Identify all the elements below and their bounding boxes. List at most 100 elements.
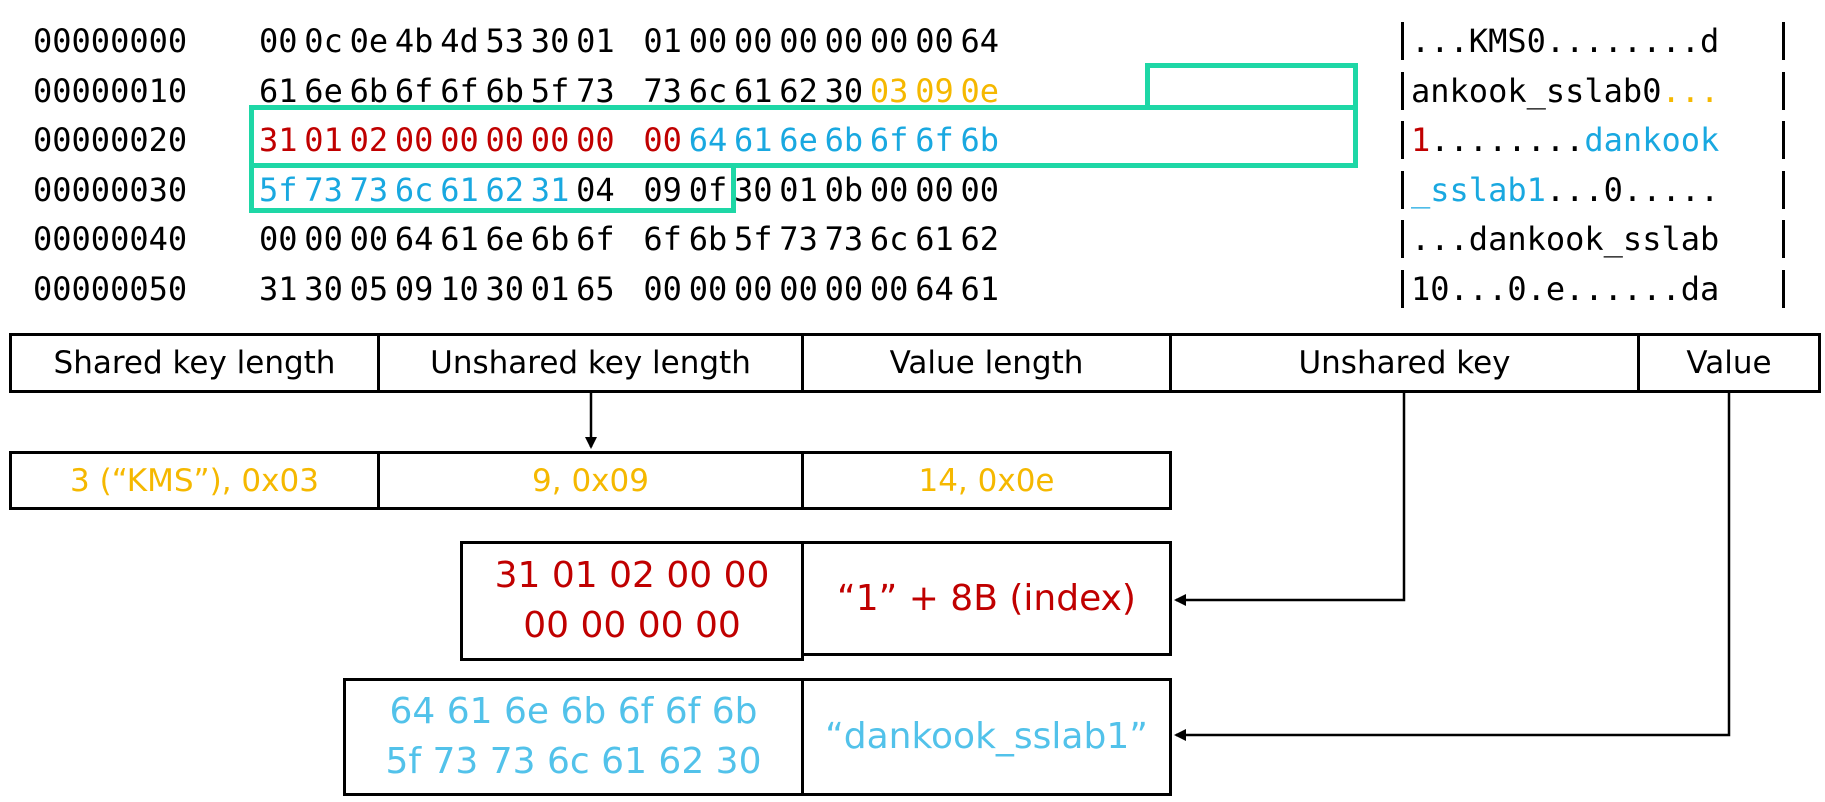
value-hex-line1: 64 61 6e 6b 6f 6f 6b bbox=[389, 691, 758, 732]
shared-key-length-value: 3 (“KMS”), 0x03 bbox=[9, 451, 380, 510]
hex-offset: 00000040 bbox=[33, 220, 188, 259]
arrow-unshared-key bbox=[1174, 393, 1406, 606]
ascii-bar-right bbox=[1782, 71, 1785, 110]
hex-byte: 00 bbox=[643, 121, 682, 160]
ascii-bar-right bbox=[1782, 121, 1785, 160]
hex-byte: 03 bbox=[869, 71, 909, 110]
hex-byte: 04 bbox=[576, 170, 615, 209]
hex-byte: 6c bbox=[688, 71, 728, 110]
arrow-value bbox=[1174, 393, 1731, 741]
hex-byte: 6f bbox=[394, 71, 434, 110]
unshared-key-header: Unshared key bbox=[1169, 333, 1640, 393]
hex-byte: 4b bbox=[394, 22, 434, 60]
value-length-value: 14, 0x0e bbox=[801, 451, 1172, 510]
hex-byte: 6c bbox=[869, 220, 909, 259]
hex-byte: 64 bbox=[394, 220, 434, 259]
hex-byte: 00 bbox=[688, 270, 728, 308]
hex-byte: 0e bbox=[349, 22, 389, 60]
hex-byte: 65 bbox=[576, 270, 615, 308]
hex-byte: 01 bbox=[779, 170, 818, 209]
hex-byte: 30 bbox=[824, 71, 864, 110]
hex-byte: 00 bbox=[440, 121, 479, 160]
hex-byte: 5f bbox=[259, 170, 298, 209]
hex-byte: 00 bbox=[869, 170, 909, 209]
hex-byte: 00 bbox=[530, 121, 570, 160]
hex-byte: 10 bbox=[440, 270, 479, 308]
value-hex-line2: 5f 73 73 6c 61 62 30 bbox=[385, 741, 762, 782]
hex-byte: 30 bbox=[734, 170, 773, 209]
hex-byte: 31 bbox=[259, 270, 298, 308]
hex-byte: 00 bbox=[734, 22, 773, 60]
hex-byte: 30 bbox=[304, 270, 343, 308]
ascii-segment: ... bbox=[1661, 71, 1720, 110]
hex-byte: 73 bbox=[304, 170, 343, 209]
hex-byte: 31 bbox=[530, 170, 570, 209]
hex-offset: 00000050 bbox=[33, 270, 188, 308]
hex-byte: 0e bbox=[960, 71, 1000, 110]
hex-byte: 09 bbox=[643, 170, 682, 209]
hex-byte: 00 bbox=[779, 22, 818, 60]
value-header: Value bbox=[1637, 333, 1821, 393]
hex-byte: 00 bbox=[688, 22, 728, 60]
hex-byte: 5f bbox=[734, 220, 773, 259]
ascii-bar-left bbox=[1401, 22, 1404, 60]
ascii-text: ...dankook_sslab bbox=[1411, 216, 1719, 262]
record-highlight bbox=[249, 163, 736, 213]
hex-byte: 00 bbox=[960, 170, 1000, 209]
hex-byte: 64 bbox=[960, 22, 1000, 60]
ascii-bar-left bbox=[1401, 121, 1404, 160]
hex-byte: 73 bbox=[349, 170, 389, 209]
hex-byte: 62 bbox=[779, 71, 818, 110]
ascii-bar-right bbox=[1782, 220, 1785, 259]
hex-byte: 00 bbox=[576, 121, 615, 160]
hex-byte: 00 bbox=[824, 270, 864, 308]
hex-byte: 6f bbox=[643, 220, 682, 259]
hex-byte: 00 bbox=[394, 121, 434, 160]
value-length-header: Value length bbox=[801, 333, 1172, 393]
hex-byte: 73 bbox=[576, 71, 615, 110]
hex-byte: 6f bbox=[915, 121, 954, 160]
ascii-segment: _sslab1 bbox=[1411, 170, 1546, 209]
hex-byte: 00 bbox=[485, 121, 525, 160]
hex-byte: 0b bbox=[824, 170, 864, 209]
ascii-segment: ........ bbox=[1430, 121, 1585, 160]
hex-offset: 00000030 bbox=[33, 170, 188, 209]
ascii-bar-right bbox=[1782, 170, 1785, 209]
ascii-segment: 1 bbox=[1411, 121, 1431, 160]
hex-byte: 01 bbox=[643, 22, 682, 60]
ascii-segment: 10...0.e......da bbox=[1411, 270, 1720, 308]
hex-byte: 00 bbox=[915, 170, 954, 209]
ascii-bar-right bbox=[1782, 22, 1785, 60]
ascii-segment: ...KMS0........d bbox=[1411, 22, 1720, 60]
ascii-bar-left bbox=[1401, 170, 1404, 209]
ascii-text: ...KMS0........d bbox=[1411, 18, 1719, 64]
hex-byte: 30 bbox=[485, 270, 525, 308]
hex-byte: 5f bbox=[530, 71, 570, 110]
hex-byte: 00 bbox=[734, 270, 773, 308]
hex-byte: 6c bbox=[394, 170, 434, 209]
ascii-segment: ...0..... bbox=[1545, 170, 1720, 209]
hex-byte: 61 bbox=[734, 71, 773, 110]
hex-byte: 00 bbox=[824, 22, 864, 60]
hex-byte: 6f bbox=[576, 220, 615, 259]
hex-byte: 0f bbox=[688, 170, 728, 209]
hex-byte: 62 bbox=[960, 220, 1000, 259]
hex-byte: 6f bbox=[440, 71, 479, 110]
hex-byte: 01 bbox=[576, 22, 615, 60]
hex-byte: 31 bbox=[259, 121, 298, 160]
hex-byte: 62 bbox=[485, 170, 525, 209]
hex-byte: 64 bbox=[915, 270, 954, 308]
ascii-bar-left bbox=[1401, 220, 1404, 259]
hex-byte: 61 bbox=[259, 71, 298, 110]
hex-byte: 00 bbox=[304, 220, 343, 259]
hex-offset: 00000000 bbox=[33, 22, 188, 60]
ascii-text: 1........dankook bbox=[1411, 117, 1719, 163]
hex-byte: 00 bbox=[259, 220, 298, 259]
hex-byte: 09 bbox=[394, 270, 434, 308]
ascii-segment: ankook_sslab0 bbox=[1411, 71, 1662, 110]
hex-byte: 6b bbox=[349, 71, 389, 110]
